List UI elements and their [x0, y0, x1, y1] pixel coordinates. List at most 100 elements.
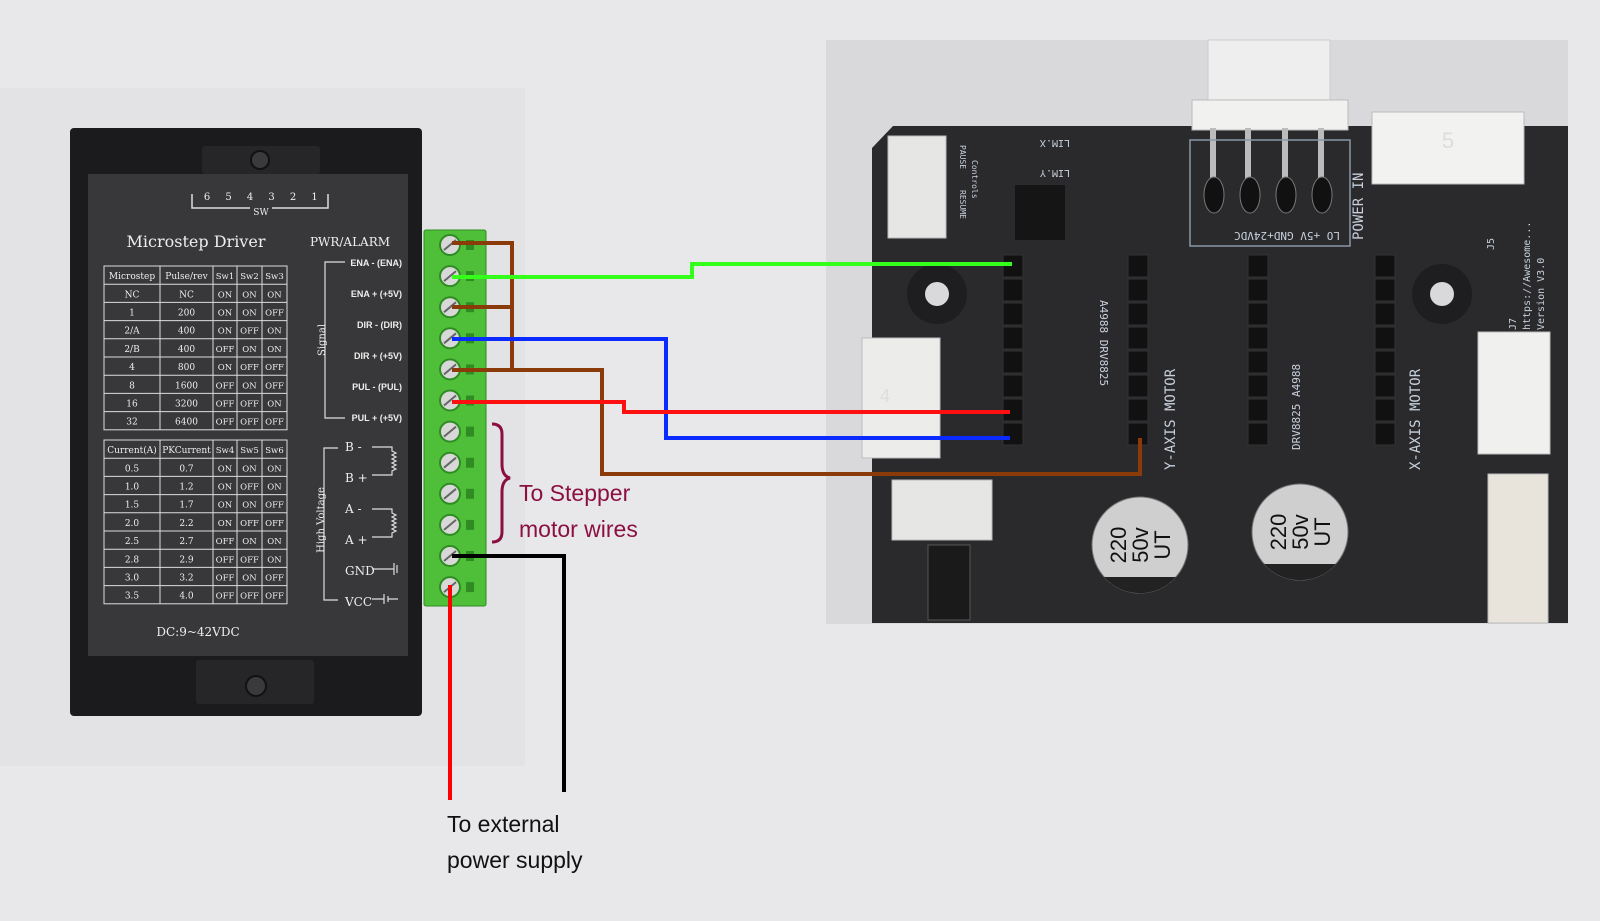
microstep_table-grid [103, 265, 288, 431]
table-cell: 1600 [175, 381, 198, 391]
table-cell: ON [218, 309, 233, 319]
table-cell: 16 [126, 400, 138, 410]
table-cell: 2.5 [125, 537, 140, 547]
table-cell: 3200 [175, 400, 198, 410]
table-cell: 8 [129, 381, 135, 391]
table-cell: OFF [240, 592, 259, 602]
power-in-label: POWER IN [1351, 173, 1367, 240]
pin-header [1374, 254, 1396, 446]
capacitor-voltage: 50v [1288, 514, 1313, 549]
table-cell: 2/A [124, 327, 140, 337]
table-cell: ON [218, 290, 233, 300]
table-cell: OFF [216, 555, 235, 565]
table-cell: 1.0 [125, 483, 140, 493]
table-header-cell: Sw2 [240, 272, 259, 282]
lim-x-label: LIM.X [1040, 137, 1070, 148]
pin-header [1127, 254, 1149, 446]
terminal-block [423, 229, 487, 607]
table-cell: OFF [216, 381, 235, 391]
stepper-brace [491, 422, 511, 544]
power-terminal-label: B + [345, 471, 368, 485]
sw-number: 2 [290, 192, 296, 203]
table-cell: OFF [216, 592, 235, 602]
ribbon-cable [1207, 39, 1331, 111]
bottom-left-connector [891, 479, 993, 541]
stepper-annotation-line2: motor wires [519, 516, 638, 542]
table-cell: OFF [216, 418, 235, 428]
table-cell: NC [125, 290, 140, 300]
table-header-cell: Sw3 [265, 272, 284, 282]
table-header-cell: Sw6 [265, 446, 284, 456]
sw-number: 1 [311, 192, 317, 203]
signal-terminal-label: DIR - (DIR) [357, 320, 402, 330]
screw-icon [245, 675, 267, 697]
signal-terminal-label: ENA - (ENA) [350, 258, 402, 268]
table-cell: ON [218, 483, 233, 493]
wire-dir-plus [452, 337, 1010, 440]
driver-y-label: A4988 DRV8825 [1097, 300, 1110, 386]
sw-number: 3 [268, 192, 274, 203]
table-cell: 2.9 [179, 555, 194, 565]
sw-number: 6 [204, 192, 210, 203]
terminal-screw [439, 513, 474, 536]
wire-pul-plus [452, 400, 1010, 414]
signal-terminal-label: DIR + (+5V) [354, 351, 402, 361]
table-cell: NC [179, 290, 194, 300]
table-cell: 2.0 [125, 519, 140, 529]
table-cell: 4 [129, 363, 135, 373]
signal-terminal-label: PUL + (+5V) [352, 413, 402, 423]
table-cell: ON [242, 501, 257, 511]
table-cell: ON [242, 381, 257, 391]
table-cell: ON [218, 501, 233, 511]
pcb [872, 126, 1568, 623]
table-header-cell: Current(A) [107, 445, 157, 456]
table-cell: ON [242, 537, 257, 547]
table-cell: ON [267, 537, 282, 547]
table-cell: 200 [178, 309, 195, 319]
controls-label: Controls [970, 160, 979, 199]
driver-x-label: DRV8825 A4988 [1290, 364, 1303, 450]
table-cell: ON [242, 574, 257, 584]
power-in-connector [1191, 99, 1349, 131]
capacitor-brand: UT [1310, 517, 1335, 546]
capacitor-1: 220 50v UT [1091, 496, 1189, 594]
power-pins-label: LO +5V GND+24VDC [1234, 229, 1340, 242]
wires [448, 241, 1142, 800]
resume-label: RESUME [958, 190, 967, 219]
connector-5-label: 5 [1442, 128, 1454, 153]
y-axis-motor-label: Y-AXIS MOTOR [1163, 368, 1179, 470]
table-cell: ON [218, 464, 233, 474]
table-cell: 6400 [175, 418, 198, 428]
j5-label: J5 [1486, 238, 1497, 250]
power-terminal-label: VCC [344, 595, 372, 609]
terminal-screw [439, 420, 474, 443]
table-header-cell: Sw5 [240, 446, 259, 456]
table-cell: ON [218, 519, 233, 529]
wire-common-negative-to-board [512, 368, 1142, 476]
table-cell: OFF [216, 537, 235, 547]
table-cell: OFF [240, 418, 259, 428]
table-cell: 1.7 [179, 501, 194, 511]
pin-header [1002, 254, 1024, 446]
table-cell: ON [242, 290, 257, 300]
power-terminal-label: A + [344, 533, 368, 547]
pin-header [1247, 254, 1269, 446]
coil-a-icon [372, 508, 398, 538]
controller-board: POWER IN LO +5V GND+24VDC 5 4 Y-AXIS MOT… [861, 39, 1568, 624]
table-cell: 2.2 [179, 519, 193, 529]
table-cell: OFF [265, 574, 284, 584]
screw-icon [250, 150, 270, 170]
table-cell: 1.5 [125, 501, 140, 511]
j7-label: J7 [1508, 318, 1519, 330]
table-cell: OFF [265, 519, 284, 529]
table-cell: OFF [240, 519, 259, 529]
table-cell: ON [267, 464, 282, 474]
table-cell: ON [218, 327, 233, 337]
wire-ena-plus [452, 262, 1012, 279]
table-cell: ON [267, 290, 282, 300]
table-cell: ON [267, 327, 282, 337]
power-terminal-label: GND [345, 564, 375, 578]
sw-number: 4 [247, 192, 253, 203]
